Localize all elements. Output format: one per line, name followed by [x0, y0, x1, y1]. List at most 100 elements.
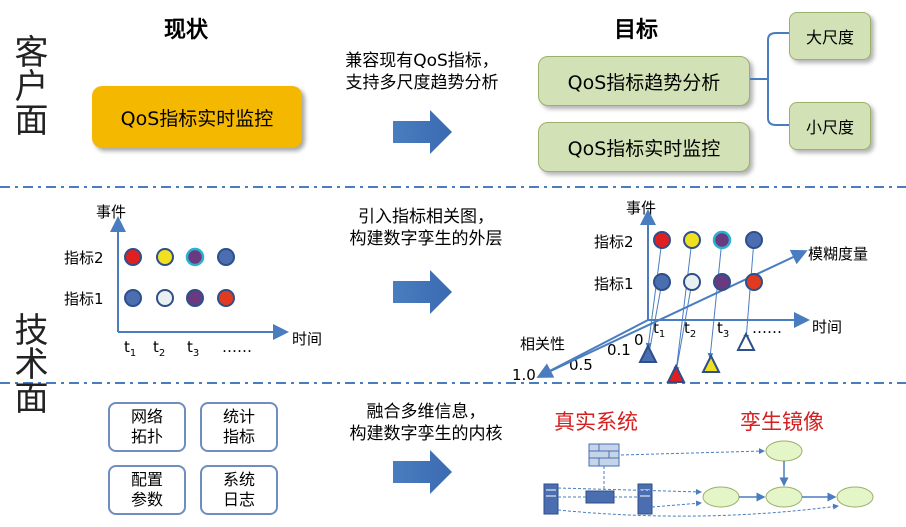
tech-triangle-blue: [638, 343, 658, 363]
data-box-log-text: 系统日志: [222, 470, 255, 509]
tech-r-t2-text: t: [684, 319, 690, 337]
row-label-client-text: 客户面: [8, 34, 48, 136]
tech-dot-m2-t2: [156, 248, 174, 266]
tech-dot-m2-t1: [124, 248, 142, 266]
tech-r-dot-m2-t1: [653, 231, 671, 249]
map-fw-twin: [620, 448, 765, 456]
client-target-monitor-box: QoS指标实时监控: [538, 122, 750, 172]
twin-node-3: [836, 486, 874, 508]
row-label-tech-text: 技术面: [8, 312, 48, 414]
tech-r-ellipsis: ……: [752, 319, 782, 337]
tech-dot-m2-t4: [217, 248, 235, 266]
tech-r-dot-m1-t4: [745, 273, 763, 291]
tech-proj-6: [675, 281, 693, 373]
row-label-tech: 技术面: [8, 312, 48, 414]
tech-r-dot-m2-t2: [683, 231, 701, 249]
scale-small-box: 小尺度: [789, 102, 871, 150]
tech-r-t1-sub: 1: [658, 329, 666, 340]
data-box-log: 系统日志: [200, 465, 278, 515]
tech-r-t3-sub: 3: [722, 329, 730, 340]
tech-t3-sub: 3: [192, 348, 200, 359]
tech-fuzzy-axis: [539, 249, 808, 377]
data-desc-line1: 融合多维信息，: [366, 402, 486, 422]
tech-proj-2: [673, 239, 693, 373]
tech-r-dot-m1-t2: [683, 273, 701, 291]
tech-metric1-label: 指标1: [64, 290, 104, 308]
tech-metric2-label: 指标2: [64, 249, 104, 267]
tech-r-dot-m1-t3: [713, 273, 731, 291]
data-box-stats: 统计指标: [200, 402, 278, 452]
tech-dot-m1-t2: [156, 289, 174, 307]
tech-r-x-label: 时间: [812, 318, 843, 336]
arrow-tech: [393, 270, 452, 314]
client-desc-line2: 支持多尺度趋势分析: [345, 73, 499, 93]
tech-proj-3: [707, 239, 723, 359]
tech-r-dot-m2-t3: [712, 230, 732, 250]
tech-t1-text: t: [124, 338, 130, 356]
tech-r-t2-sub: 2: [689, 329, 697, 340]
server-icon-left: [543, 483, 559, 515]
tech-desc-line2: 构建数字孪生的外层: [349, 229, 503, 249]
tech-desc: 引入指标相关图， 构建数字孪生的外层: [326, 206, 526, 250]
scale-large-box: 大尺度: [789, 12, 871, 60]
tech-c01: 0.1: [607, 341, 631, 359]
data-box-topology: 网络拓扑: [108, 402, 186, 452]
arrow-client: [393, 110, 452, 154]
tech-t2: t2: [153, 338, 165, 359]
tech-triangle-yellow: [701, 353, 721, 373]
client-desc: 兼容现有QoS指标， 支持多尺度趋势分析: [322, 50, 522, 94]
row-label-client: 客户面: [8, 34, 48, 136]
tech-correlation-label: 相关性: [520, 335, 566, 353]
header-target: 目标: [614, 18, 659, 43]
tech-r-dot-m1-t1: [653, 273, 671, 291]
map-right-twin: [651, 500, 702, 508]
tech-ellipsis: ……: [222, 338, 252, 356]
data-box-stats-text: 统计指标: [222, 407, 255, 446]
tech-proj-1: [645, 239, 663, 349]
tech-dot-m2-t3: [185, 247, 205, 267]
client-current-box: QoS指标实时监控: [92, 86, 302, 148]
tech-fuzzy-label: 模糊度量: [808, 245, 869, 263]
tech-proj-5: [649, 281, 663, 349]
tech-r-t2: t2: [684, 319, 696, 340]
client-desc-line1: 兼容现有QoS指标，: [345, 51, 499, 71]
tech-r-dot-m2-t4: [745, 231, 763, 249]
tech-r-metric2-label: 指标2: [594, 233, 634, 251]
tech-x-label: 时间: [292, 330, 323, 348]
client-target-trend-box: QoS指标趋势分析: [538, 56, 750, 106]
tech-r-t1-text: t: [653, 319, 659, 337]
header-current: 现状: [164, 18, 209, 43]
tech-r-t1: t1: [653, 319, 665, 340]
tech-triangle-red: [666, 363, 686, 383]
tech-desc-line1: 引入指标相关图，: [358, 207, 494, 227]
tech-t3-text: t: [187, 338, 193, 356]
tech-c0: 0: [634, 331, 644, 349]
arrow-data: [393, 450, 452, 494]
twin-image-title: 孪生镜像: [740, 410, 824, 434]
tech-c10: 1.0: [512, 366, 536, 384]
tech-r-t3: t3: [717, 319, 729, 340]
scale-brace: [750, 32, 789, 126]
map-bottom-twin: [557, 503, 839, 517]
firewall-icon: [588, 443, 620, 467]
tech-triangle-white: [736, 331, 756, 351]
tech-r-metric1-label: 指标1: [594, 275, 634, 293]
tech-t1-sub: 1: [129, 348, 137, 359]
map-left-twin: [557, 487, 702, 495]
tech-t2-sub: 2: [158, 348, 166, 359]
data-desc-line2: 构建数字孪生的内核: [349, 424, 503, 444]
tech-dot-m1-t3: [186, 289, 204, 307]
tech-dot-m1-t4: [217, 289, 235, 307]
tech-t2-text: t: [153, 338, 159, 356]
data-box-config-text: 配置参数: [130, 470, 163, 509]
data-desc: 融合多维信息， 构建数字孪生的内核: [326, 401, 526, 445]
data-box-topology-text: 网络拓扑: [130, 407, 163, 446]
tech-dot-m1-t1: [124, 289, 142, 307]
tech-r-t3-text: t: [717, 319, 723, 337]
real-system-title: 真实系统: [554, 410, 638, 434]
